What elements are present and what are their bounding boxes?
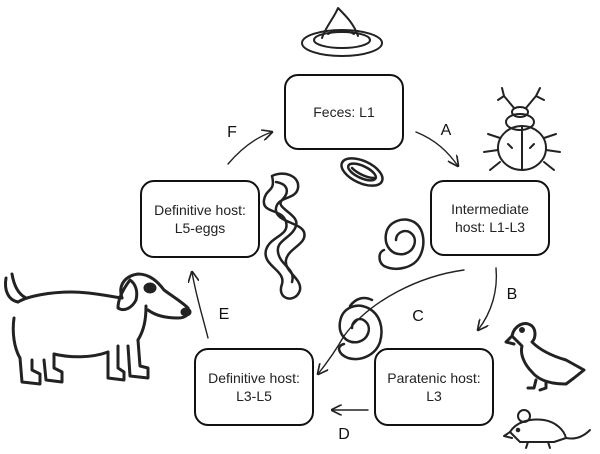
worm-icon <box>262 172 306 300</box>
arrow-c <box>318 269 465 374</box>
edge-label-e: E <box>218 306 230 323</box>
edge-label-b: B <box>506 286 518 303</box>
egg-icon <box>340 157 384 187</box>
node-feces-label: Feces: L1 <box>313 104 375 120</box>
edge-label-a: A <box>440 122 452 139</box>
node-intermediate-host: Intermediate host: L1-L3 <box>430 180 550 256</box>
node-definitive-host-l5-eggs-label: Definitive host: L5-eggs <box>154 202 246 236</box>
beetle-icon <box>483 87 561 171</box>
bird-icon <box>504 322 586 392</box>
arrow-e <box>192 272 209 339</box>
mouse-icon <box>503 409 591 449</box>
edge-label-f: F <box>227 124 237 141</box>
node-intermediate-host-label: Intermediate host: L1-L3 <box>451 201 529 235</box>
larva-coil-icon <box>378 218 425 270</box>
dog-icon <box>4 272 192 386</box>
node-definitive-host-l3-l5-label: Definitive host: L3-L5 <box>208 370 300 404</box>
node-definitive-host-l5-eggs: Definitive host: L5-eggs <box>140 180 260 258</box>
arrow-b <box>478 267 498 330</box>
feces-icon <box>301 7 383 57</box>
node-paratenic-host-label: Paratenic host: L3 <box>387 370 481 404</box>
arrow-a <box>415 131 458 166</box>
arrow-f <box>227 132 272 165</box>
larva-coil-icon <box>337 296 383 361</box>
node-paratenic-host: Paratenic host: L3 <box>374 348 494 426</box>
node-definitive-host-l3-l5: Definitive host: L3-L5 <box>194 348 314 426</box>
edge-label-d: D <box>338 426 350 443</box>
node-feces: Feces: L1 <box>284 74 404 150</box>
edge-label-c: C <box>412 308 424 325</box>
